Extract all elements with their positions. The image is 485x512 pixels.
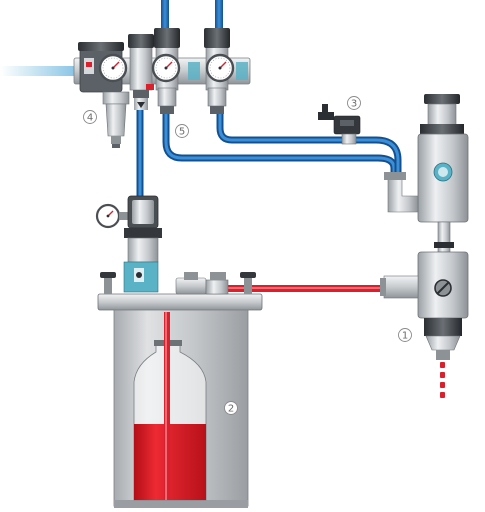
air-inlet <box>0 66 74 76</box>
callouts: 1 2 3 4 5 <box>83 96 412 415</box>
pressure-tank-icon <box>97 272 263 508</box>
svg-text:2: 2 <box>228 404 234 415</box>
air-feed-top-2 <box>215 0 223 30</box>
fluid-droplets <box>440 362 445 398</box>
regulator-unit-1 <box>128 34 154 110</box>
svg-text:3: 3 <box>351 99 357 110</box>
callout-4: 4 <box>83 110 97 124</box>
air-lines <box>0 0 402 200</box>
dispensing-valve-icon <box>380 94 469 398</box>
air-feed-top-1 <box>161 0 169 30</box>
pressure-gauge-icon <box>151 53 181 83</box>
pressure-gauge-icon <box>98 53 128 83</box>
solenoid-valve-icon <box>318 104 361 145</box>
air-line-solenoid <box>216 108 402 180</box>
filter-regulator-manifold <box>73 28 251 148</box>
fluid-line <box>226 285 380 292</box>
pressure-gauge-icon <box>95 203 121 229</box>
pressure-gauge-icon <box>205 53 235 83</box>
callout-5: 5 <box>175 124 189 138</box>
callout-2: 2 <box>224 401 238 415</box>
svg-text:1: 1 <box>402 331 408 342</box>
tank-regulator <box>95 195 162 293</box>
callout-3: 3 <box>347 96 361 110</box>
svg-text:4: 4 <box>87 113 93 124</box>
callout-1: 1 <box>398 328 412 342</box>
svg-text:5: 5 <box>179 127 185 138</box>
